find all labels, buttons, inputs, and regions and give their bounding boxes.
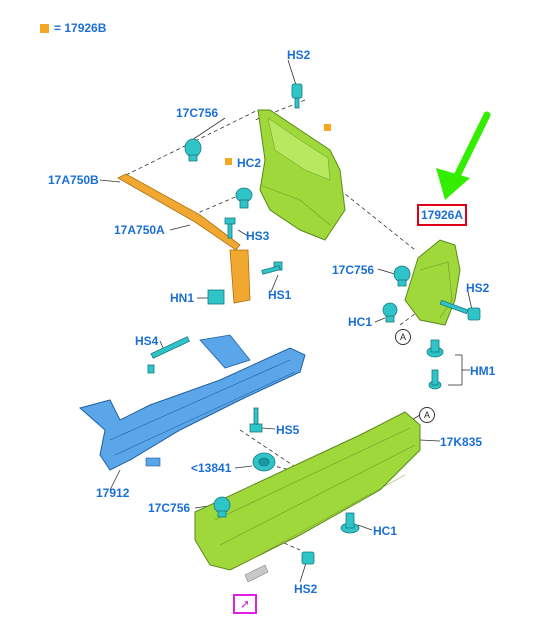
clip-17c756-right-shape	[393, 265, 411, 287]
label-17c756-right[interactable]: 17C756	[332, 263, 375, 277]
label-hm1[interactable]: HM1	[470, 364, 496, 378]
external-link-arrow-icon: ➚	[239, 597, 251, 611]
orange-marker-top	[324, 124, 331, 131]
label-17k835[interactable]: 17K835	[440, 435, 483, 449]
green-pointer-arrow	[436, 111, 491, 200]
label-hc1-right[interactable]: HC1	[348, 315, 373, 329]
label-hc1-bottom[interactable]: HC1	[373, 524, 398, 538]
label-hs2-right[interactable]: HS2	[466, 281, 490, 295]
fasteners	[147, 83, 481, 565]
label-hc2[interactable]: HC2	[237, 156, 262, 170]
label-17c756-bottom[interactable]: 17C756	[148, 501, 191, 515]
side-bracket-part	[257, 109, 346, 241]
clip-hs2-bottom-shape	[301, 551, 315, 565]
clip-13841-shape	[252, 452, 276, 472]
clip-hs2-right-shape	[439, 299, 481, 321]
label-13841[interactable]: <13841	[191, 461, 232, 475]
clip-hs3-shape	[224, 217, 236, 239]
clip-hc1-right-shape	[382, 302, 398, 323]
label-hs2-bottom[interactable]: HS2	[294, 582, 318, 596]
clip-hc1-bottom-shape	[340, 512, 360, 534]
clip-hs4-shape	[147, 336, 190, 374]
callout-a-upper: A	[395, 329, 411, 345]
clip-hs2-top-shape	[291, 83, 303, 109]
step-pad-17k835-part	[194, 411, 421, 571]
label-hn1[interactable]: HN1	[170, 291, 195, 305]
clip-hc2-shape	[235, 187, 253, 209]
legend-orange-square	[40, 23, 49, 33]
bracket-17926a-part	[404, 239, 461, 326]
external-link-button[interactable]: ➚	[233, 594, 257, 614]
clip-hm1-shape	[426, 339, 444, 390]
label-hs3[interactable]: HS3	[246, 229, 270, 243]
orange-marker-hc2	[225, 158, 232, 165]
clip-hn1-shape	[207, 289, 225, 305]
label-17a750a[interactable]: 17A750A	[114, 223, 165, 237]
label-hs4[interactable]: HS4	[135, 334, 159, 348]
label-hs2-top[interactable]: HS2	[287, 48, 311, 62]
clip-hs1-shape	[261, 261, 283, 275]
callout-a-lower: A	[419, 407, 435, 423]
orange-strip-part	[117, 173, 251, 304]
label-hs1[interactable]: HS1	[268, 288, 292, 302]
highlighted-part-label: 17926A	[420, 208, 464, 222]
label-hs5[interactable]: HS5	[276, 423, 300, 437]
label-17912[interactable]: 17912	[96, 486, 130, 500]
legend-text: = 17926B	[54, 21, 107, 35]
clip-17c756-top-shape	[184, 138, 202, 162]
grey-tab-part	[244, 564, 269, 583]
clip-17c756-bottom-shape	[213, 496, 231, 518]
bumper-bar-17912-part	[78, 334, 306, 471]
clip-hs5-shape	[249, 407, 263, 433]
highlighted-part-label-box[interactable]: 17926A	[417, 204, 467, 226]
label-17a750b[interactable]: 17A750B	[48, 173, 99, 187]
label-17c756-top[interactable]: 17C756	[176, 106, 219, 120]
legend: = 17926B	[40, 21, 106, 35]
